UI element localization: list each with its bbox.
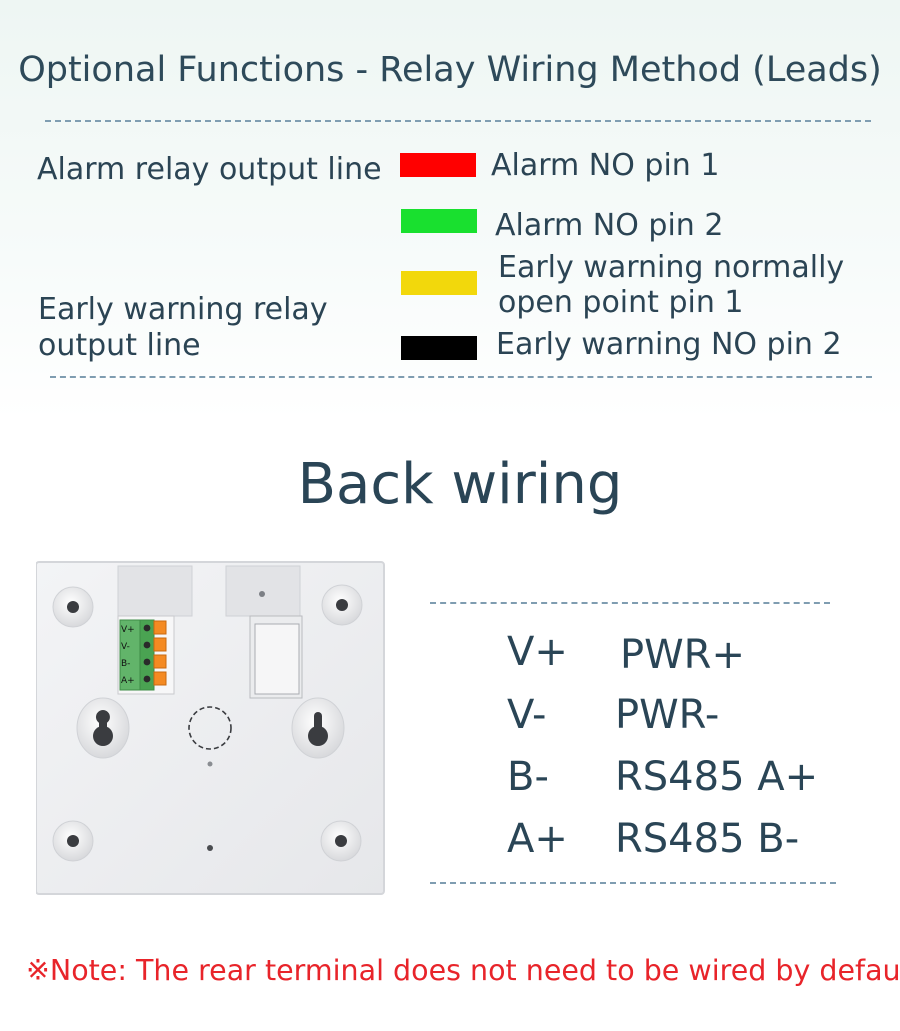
divider-mapping-bottom xyxy=(430,882,836,884)
black-wire-swatch xyxy=(401,336,477,360)
green-wire-swatch xyxy=(401,209,477,233)
divider-mapping-top xyxy=(430,602,830,604)
divider-relay-bottom xyxy=(50,376,872,378)
mapping-terminal-3: B- xyxy=(507,754,549,800)
terminal-label-a-plus: A+ xyxy=(121,676,135,686)
mapping-function-3: RS485 A+ xyxy=(615,754,819,800)
default-wiring-note: ※Note: The rear terminal does not need t… xyxy=(26,954,900,987)
red-wire-swatch xyxy=(400,153,476,177)
mapping-function-1: PWR+ xyxy=(620,632,745,678)
terminal-label-v-plus: V+ xyxy=(121,625,135,635)
mapping-terminal-4: A+ xyxy=(507,816,568,862)
page-title: Optional Functions - Relay Wiring Method… xyxy=(18,50,882,90)
mapping-terminal-2: V- xyxy=(507,692,547,738)
mapping-terminal-1: V+ xyxy=(507,629,568,675)
yellow-wire-swatch xyxy=(401,271,477,295)
black-wire-label: Early warning NO pin 2 xyxy=(496,327,842,362)
early-warning-relay-group-label-line2: output line xyxy=(38,328,201,363)
green-wire-label: Alarm NO pin 2 xyxy=(495,208,724,243)
alarm-relay-group-label: Alarm relay output line xyxy=(37,152,382,187)
terminal-label-v-minus: V- xyxy=(121,642,130,652)
mapping-function-4: RS485 B- xyxy=(615,816,800,862)
mapping-function-2: PWR- xyxy=(615,692,720,738)
red-wire-label: Alarm NO pin 1 xyxy=(491,148,720,183)
yellow-wire-label-line1: Early warning normally xyxy=(498,250,845,285)
divider-top xyxy=(45,120,871,122)
terminal-label-b-minus: B- xyxy=(121,659,130,669)
device-back-panel: V+ V- B- A+ xyxy=(35,560,386,895)
yellow-wire-label-line2: open point pin 1 xyxy=(498,285,744,320)
early-warning-relay-group-label-line1: Early warning relay xyxy=(38,292,328,327)
back-wiring-title: Back wiring xyxy=(297,452,623,517)
